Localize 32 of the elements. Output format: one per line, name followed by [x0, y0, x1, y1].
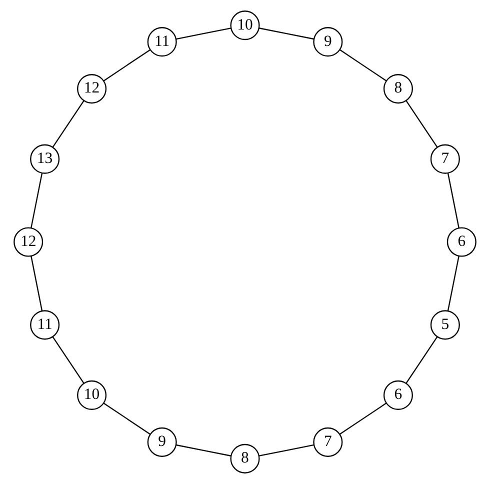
node-circle: 7: [430, 144, 460, 174]
connector: [405, 336, 438, 384]
connector: [30, 173, 42, 228]
node-circle: 9: [312, 27, 342, 57]
node-circle: 9: [146, 427, 176, 457]
connector: [176, 444, 231, 456]
node-circle: 7: [312, 427, 342, 457]
node-circle: 11: [30, 310, 60, 340]
node-circle: 6: [446, 227, 476, 257]
connector: [446, 256, 459, 311]
connector: [258, 444, 314, 456]
node-circle: 8: [230, 444, 260, 474]
node-circle: 8: [382, 74, 412, 104]
connector: [339, 402, 386, 435]
node-circle: 11: [146, 27, 176, 57]
connector: [102, 49, 150, 82]
connector: [102, 402, 150, 435]
node-circle: 6: [382, 380, 412, 410]
node-circle: 12: [13, 227, 43, 257]
connector: [30, 256, 42, 311]
node-circle: 10: [76, 380, 106, 410]
node-circle: 12: [76, 74, 106, 104]
connector: [446, 173, 459, 228]
node-circle: 10: [230, 10, 260, 40]
connector: [258, 28, 314, 40]
connector: [52, 336, 84, 384]
connector: [52, 100, 84, 148]
connector: [339, 49, 386, 82]
connector: [176, 28, 230, 40]
connector: [405, 100, 438, 148]
node-circle: 5: [430, 310, 460, 340]
node-circle: 13: [30, 144, 60, 174]
